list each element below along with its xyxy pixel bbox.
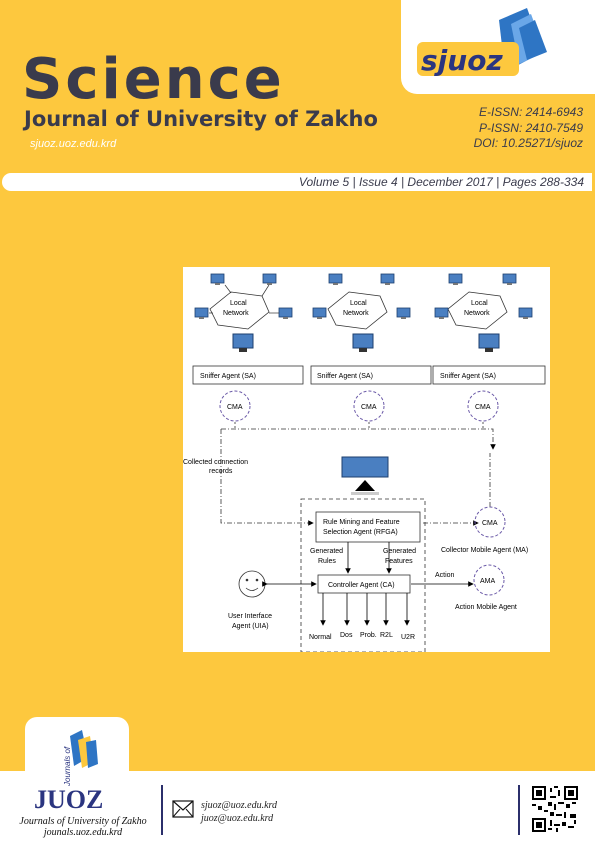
network-label: Network (464, 310, 490, 317)
local-network-1: Local Network Sniffer Agent (SA) CMA (192, 273, 304, 422)
logo-text: sjuoz (421, 44, 503, 77)
output-r2l: R2L (380, 632, 393, 639)
footer-url[interactable]: jounals.uoz.edu.krd (43, 827, 123, 838)
footer-band (0, 771, 595, 842)
p-issn: P-ISSN: 2410-7549 (478, 120, 583, 135)
footer-journal-name: Journals of University of Zakho jounals.… (8, 816, 158, 838)
local-network-2: Local Network Sniffer Agent (SA) CMA (310, 273, 432, 422)
uia-label-2: Agent (UIA) (232, 623, 269, 630)
logo-small-text: Journals of (63, 746, 72, 787)
generated-features-label: Generated (383, 548, 416, 555)
journal-website[interactable]: sjuoz.uoz.edu.krd (30, 138, 117, 150)
local-label: Local (350, 300, 367, 307)
local-label: Local (230, 300, 247, 307)
network-diagram: Local Network Sniffer Agent (SA) CMA Loc… (183, 273, 546, 653)
issn-block: E-ISSN: 2414-6943 P-ISSN: 2410-7549 DOI:… (474, 105, 583, 152)
divider-left (161, 785, 163, 835)
juoz-logo-text: JUOZ (34, 785, 103, 814)
output-dos: Dos (340, 632, 353, 639)
sjuoz-logo-panel: sjuoz (401, 0, 595, 94)
local-network-3: Local Network Sniffer Agent (SA) CMA (432, 273, 546, 422)
uia-label-1: User Interface (228, 613, 272, 620)
smiley-icon (238, 570, 266, 598)
sniffer-agent-label: Sniffer Agent (SA) (317, 373, 373, 380)
output-prob: Prob. (360, 632, 377, 639)
action-label: Action (435, 572, 455, 579)
collector-agent-label: Collector Mobile Agent (MA) (441, 547, 528, 554)
cma-label: CMA (482, 520, 498, 527)
cma-label: CMA (227, 404, 243, 411)
cma-label: CMA (475, 404, 491, 411)
output-u2r: U2R (401, 634, 415, 641)
controller-agent-label: Controller Agent (CA) (328, 582, 395, 589)
cma-label: CMA (361, 404, 377, 411)
divider-right (518, 785, 520, 835)
network-label: Network (223, 310, 249, 317)
email-sjuoz[interactable]: sjuoz@uoz.edu.krd (201, 800, 278, 811)
sniffer-agent-label: Sniffer Agent (SA) (440, 373, 496, 380)
action-mobile-agent-label: Action Mobile Agent (455, 604, 517, 611)
qr-code-icon[interactable] (532, 786, 578, 832)
collected-records-label: Collected connection (183, 459, 248, 466)
juoz-logo: Journals of JUOZ (34, 730, 103, 814)
footer-name-line: Journals of University of Zakho (19, 816, 147, 827)
records-label: records (209, 468, 233, 475)
output-normal: Normal (309, 634, 332, 641)
journal-subtitle: Journal of University of Zakho (24, 107, 378, 131)
doi[interactable]: DOI: 10.25271/sjuoz (473, 136, 583, 150)
cover-figure: Local Network Sniffer Agent (SA) CMA Loc… (183, 267, 550, 653)
output-arrows (320, 593, 410, 626)
sjuoz-logo: sjuoz (417, 8, 547, 77)
generated-rules-label: Generated (310, 548, 343, 555)
local-label: Local (471, 300, 488, 307)
sniffer-agent-label: Sniffer Agent (SA) (200, 373, 256, 380)
rfga-label-2: Selection Agent (RFGA) (323, 529, 398, 536)
rules-label: Rules (318, 558, 336, 565)
mail-icon (172, 800, 194, 818)
issue-info: Volume 5 | Issue 4 | December 2017 | Pag… (298, 175, 584, 189)
email-juoz[interactable]: juoz@uoz.edu.krd (201, 813, 274, 824)
e-issn: E-ISSN: 2414-6943 (478, 105, 583, 119)
rfga-label-1: Rule Mining and Feature (323, 519, 400, 526)
network-label: Network (343, 310, 369, 317)
features-label: Features (385, 558, 413, 565)
journal-title: Science (22, 47, 285, 112)
issue-bar: Volume 5 | Issue 4 | December 2017 | Pag… (2, 173, 592, 191)
contact-emails: sjuoz@uoz.edu.krd juoz@uoz.edu.krd (201, 799, 277, 825)
ama-label: AMA (480, 578, 496, 585)
